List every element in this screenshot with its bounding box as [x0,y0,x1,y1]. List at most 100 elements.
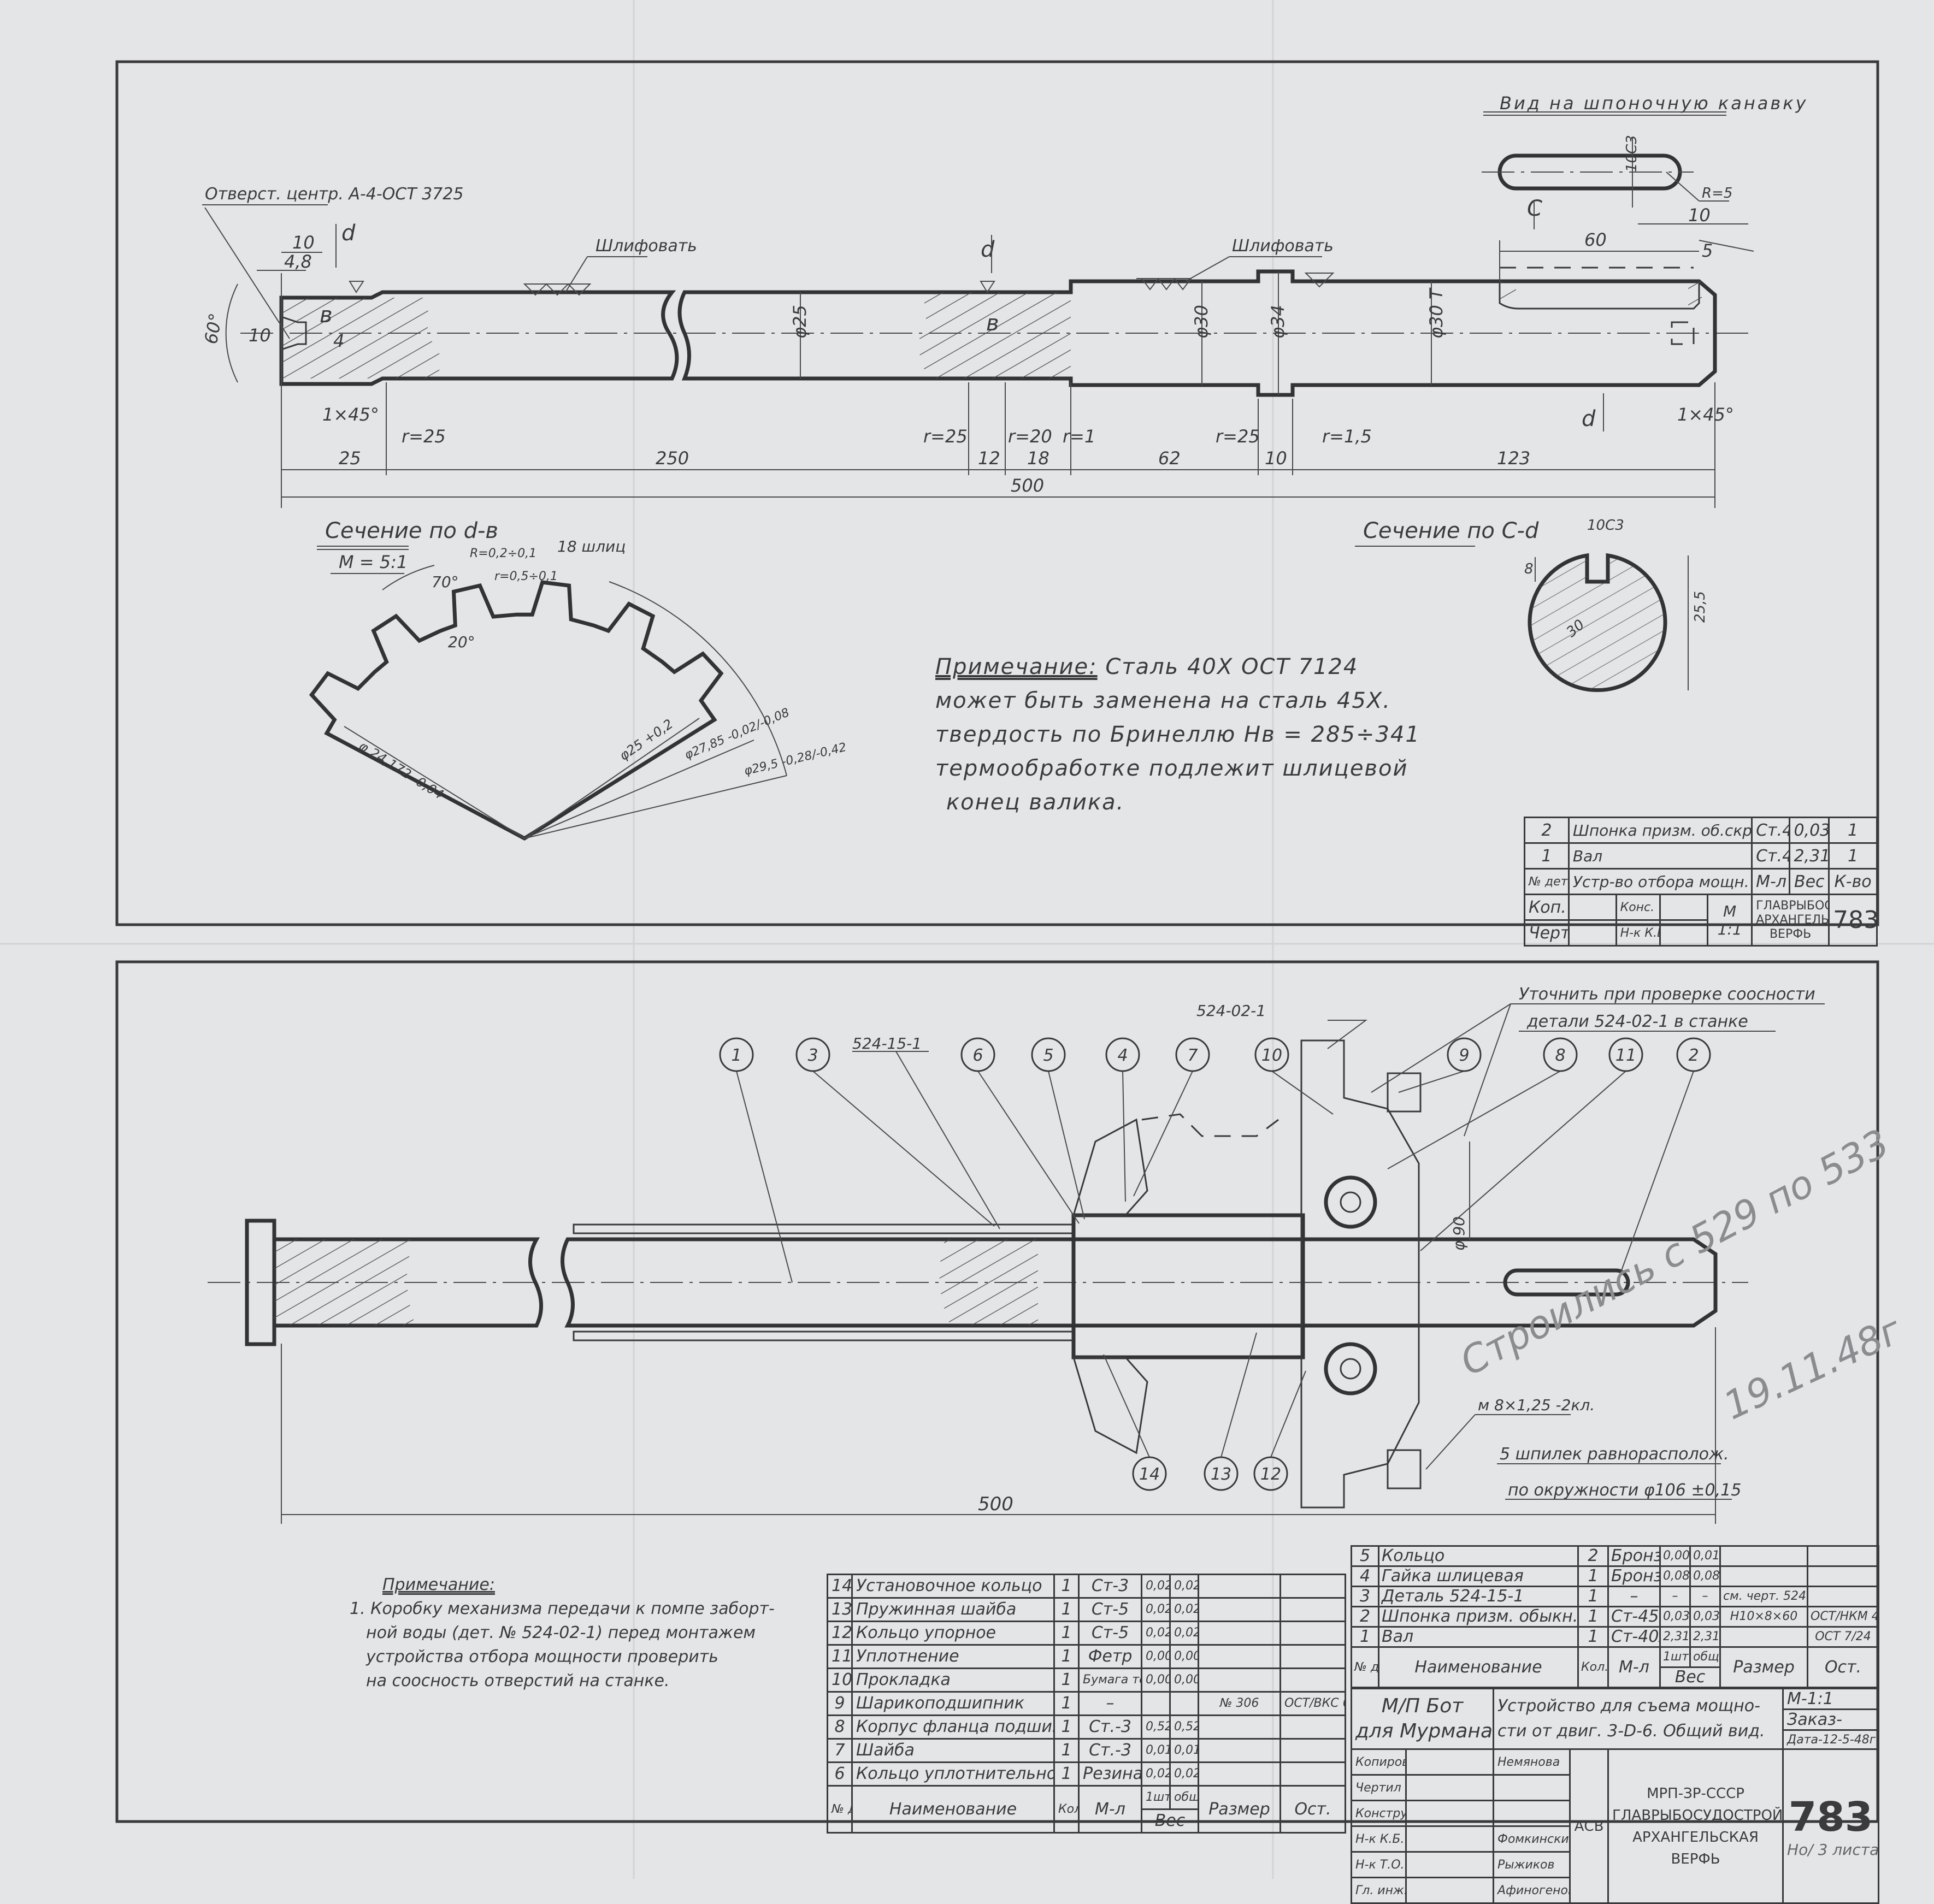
parts-cell: 0,02 [1169,1761,1199,1787]
parts-header: Вес [1352,1666,1879,1688]
note-line: устройства отбора мощности проверить [366,1647,718,1666]
logo: АСВ [1569,1748,1609,1904]
parts-cell: Установочное кольцо [851,1574,1055,1599]
section-title: Сечение по d-в [325,518,498,543]
balloon [1031,1037,1066,1072]
stud-nut [1387,1449,1422,1489]
spline-count: 18 шлиц [557,537,626,555]
center-hole [281,316,307,351]
person-name [1493,1800,1571,1827]
dim-10: 10 [292,232,315,253]
balloon [1608,1037,1643,1072]
dia-90: φ 90 [1450,1216,1468,1251]
title-block-cell: 1 [1828,817,1878,844]
balloon-leader [812,1071,995,1227]
balloon-leader [1420,1071,1626,1251]
dia-34: φ34 [1267,305,1288,339]
parts-cell: 1 [1053,1761,1080,1787]
parts-cell: 0,010 [1689,1545,1721,1567]
balloon [1543,1037,1578,1072]
balloon-leader [1048,1071,1085,1220]
parts-cell: Ст-3 [1078,1574,1142,1599]
org-name: АРХАНГЕЛЬСКАЯ [1632,1829,1759,1846]
drawing-number: 783 [1828,894,1878,947]
parts-cell: Бронза [1607,1565,1661,1587]
header-ost: Ост. [1279,1785,1346,1834]
center-hole-label: Отверст. центр. А-4-ОСТ 3725 [205,185,463,204]
parts-cell: 0,038 [1659,1606,1691,1628]
parts-cell [1198,1644,1281,1669]
parts-cell [1279,1668,1346,1693]
header-w2: общ. [1689,1646,1721,1668]
parts-cell: 1 [1577,1586,1609,1607]
parts-cell: Ст-5 [1078,1597,1142,1622]
balloon [960,1037,995,1072]
header-name: Наименование [1378,1646,1579,1688]
balloon-leader [977,1071,1080,1224]
keyway-view: Вид на шпоночную канавку 10С3 R=5 [1482,93,1806,208]
parts-cell: Кольцо упорное [851,1621,1055,1646]
parts-cell [1807,1586,1879,1607]
header-name: Наименование [851,1785,1055,1834]
housing-part-8 [1072,1118,1148,1454]
parts-cell: Бронза [1607,1545,1661,1567]
signature-cell [1405,1748,1495,1776]
drawing-title: Устройство для съема мощно- [1497,1696,1760,1716]
bearing-9 [1324,1342,1377,1396]
radius-label: r=1 [1063,426,1095,447]
balloon [719,1037,754,1072]
header-mat: М-л [1078,1785,1142,1834]
balloon-number: 9 [1459,1046,1469,1065]
balloon-number: 14 [1139,1465,1160,1484]
title-block-cell: М-л [1751,868,1791,895]
parts-cell: 12 [827,1621,853,1646]
parts-cell: 3 [1351,1586,1379,1607]
balloon-number: 12 [1260,1465,1281,1484]
balloon-leader [1103,1354,1150,1458]
parts-cell: – [1607,1586,1661,1607]
balloon-number: 13 [1211,1465,1231,1484]
vessel-name: для Мурмана [1355,1720,1493,1742]
dim-25: 25 [339,448,361,469]
assembly-note: Примечание: 1. Коробку механизма передач… [350,1573,775,1693]
signature-row: Н-к Т.О.Рыжиков [1351,1851,1879,1878]
parts-cell: Фетр [1078,1644,1142,1669]
parts-cell: 4 [1351,1565,1379,1587]
parts-cell: 11 [827,1644,853,1669]
order: Заказ- [1782,1708,1880,1731]
parts-cell: 1 [1577,1565,1609,1587]
dia-25: φ25 [789,305,810,339]
center-hole-hidden [1671,321,1695,345]
drawing-title: сти от двиг. 3-D-6. Общий вид. [1497,1722,1765,1741]
parts-cell: 0,005 [1141,1668,1171,1693]
parts-cell: 1 [1053,1597,1080,1622]
parts-cell: 0,005 [1659,1545,1691,1567]
parts-cell: Бумага технич. [1078,1668,1142,1693]
callout-text: детали 524-02-1 в станке [1526,1012,1748,1031]
callout-text: Уточнить при проверке соосности [1519,985,1815,1004]
parts-cell: Прокладка [851,1668,1055,1693]
parts-header: № дет.НаименованиеКол.М-л1шт.общ.РазмерО… [1351,1646,1879,1688]
org-name: ГЛАВРЫБОСУДОСТРОЙ [1612,1807,1783,1824]
spline-section: Сечение по d-в М = 5:1 70° 20° R=0,2÷0,1… [309,518,848,841]
key-depth: 8 [1524,561,1534,577]
dim-62: 62 [1158,448,1181,469]
section-letter: в [986,311,999,336]
balloon-number: 10 [1261,1046,1282,1065]
header-w2: общ. [1169,1785,1199,1810]
title-block-cell: К-во [1828,868,1878,895]
drawing-number: 783 [1788,1794,1873,1841]
balloon-leader [1271,1071,1334,1115]
shaft-view: 25 250 12 18 62 10 123 500 10 4,8 60° 10… [201,185,1754,508]
keyway-groove [1499,281,1700,310]
dia-30-t: φ30 Т [1426,287,1447,339]
parts-cell: 1 [1053,1644,1080,1669]
label-kop: Коп. [1524,894,1570,921]
